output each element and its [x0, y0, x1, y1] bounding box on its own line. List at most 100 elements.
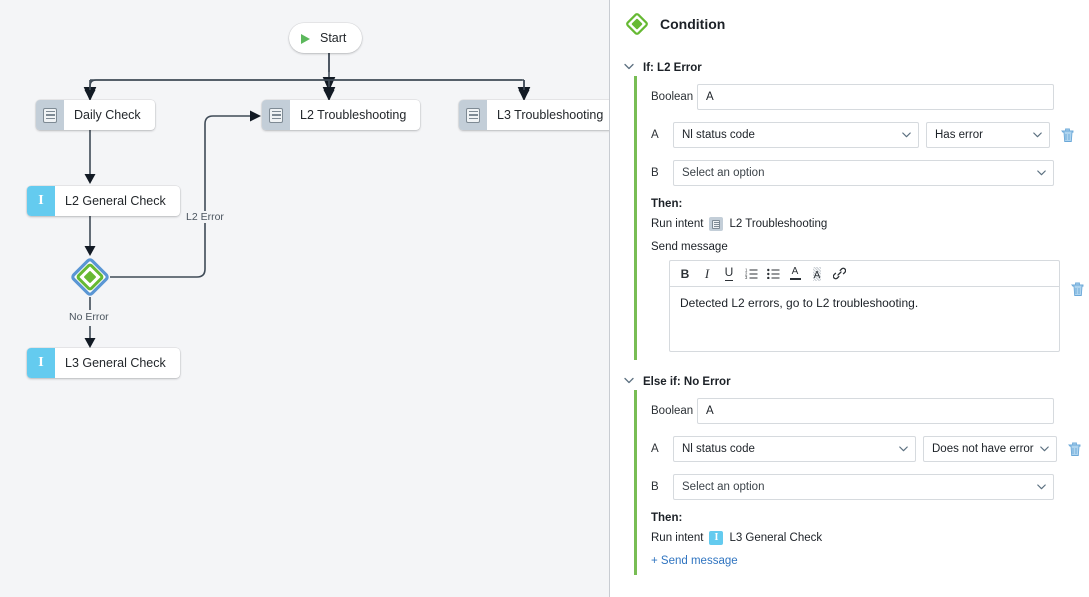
operand-b-label: B [651, 481, 659, 493]
operand-a-label: A [651, 129, 659, 141]
run-intent-row[interactable]: Run intent L2 Troubleshooting [651, 217, 1088, 231]
branch-body: Boolean A A Nl status code Does not have… [634, 390, 1088, 575]
branch-if-l2-error: If: L2 Error Boolean A A Nl status code [610, 60, 1088, 360]
page-title: Condition [660, 16, 726, 32]
operand-b-select[interactable]: Select an option [673, 474, 1054, 500]
then-label: Then: [651, 198, 683, 210]
chevron-down-icon [1040, 446, 1049, 452]
boolean-label: Boolean [651, 91, 694, 103]
node-l2-general-check-label: L2 General Check [65, 194, 166, 208]
run-intent-prefix: Run intent [651, 218, 704, 230]
bold-icon[interactable]: B [680, 266, 690, 281]
run-intent-target: L2 Troubleshooting [729, 218, 828, 230]
node-l3-troubleshooting[interactable]: L3 Troubleshooting [459, 100, 609, 130]
node-daily-check-label: Daily Check [74, 108, 141, 122]
node-daily-check[interactable]: Daily Check [36, 100, 155, 130]
delete-message-button[interactable] [1066, 260, 1088, 297]
operand-b-value: Select an option [682, 167, 765, 179]
branch-title: Else if: No Error [643, 376, 731, 388]
operator-select[interactable]: Has error [926, 122, 1050, 148]
edge-label-l2-error: L2 Error [183, 211, 227, 223]
operand-b-label: B [651, 167, 659, 179]
boolean-row: Boolean A [651, 84, 1088, 110]
trash-icon [1070, 282, 1083, 296]
boolean-label: Boolean [651, 405, 694, 417]
chevron-down-icon [1033, 132, 1042, 138]
intent-icon: I [27, 186, 55, 216]
chevron-down-icon [902, 132, 911, 138]
node-condition[interactable] [70, 257, 110, 297]
panel-header: Condition [610, 0, 1088, 35]
node-l2-general-check[interactable]: I L2 General Check [27, 186, 180, 216]
chevron-down-icon[interactable] [624, 377, 634, 387]
italic-icon[interactable]: I [704, 265, 710, 281]
operand-a-value: Nl status code [682, 443, 755, 455]
operator-select[interactable]: Does not have error [923, 436, 1057, 462]
condition-diamond-icon [626, 13, 648, 35]
add-send-message-link[interactable]: + Send message [651, 555, 738, 567]
trash-icon [1067, 442, 1080, 456]
highlight-icon[interactable]: A [806, 263, 828, 285]
delete-condition-button[interactable] [1056, 128, 1078, 143]
boolean-row: Boolean A [651, 398, 1088, 424]
text-color-icon[interactable]: A [784, 263, 806, 285]
edge-label-no-error: No Error [66, 311, 112, 323]
branch-else-if-no-error: Else if: No Error Boolean A A Nl status … [610, 374, 1088, 575]
underline-icon[interactable]: U [724, 265, 734, 281]
node-l3-general-check-label: L3 General Check [65, 356, 166, 370]
bullet-list-icon[interactable] [762, 263, 784, 285]
operand-a-row: A Nl status code Has error [651, 122, 1088, 148]
node-start[interactable]: Start [289, 23, 363, 53]
node-start-label: Start [320, 31, 347, 45]
delete-condition-button[interactable] [1063, 442, 1085, 457]
flow-icon [709, 217, 724, 231]
flowchart-canvas[interactable]: Start Daily Check L2 Troubleshooting L3 … [0, 0, 610, 597]
condition-diamond-icon [71, 258, 109, 296]
run-intent-row[interactable]: Run intent I L3 General Check [651, 531, 1088, 545]
message-text[interactable]: Detected L2 errors, go to L2 troubleshoo… [680, 296, 919, 310]
chevron-down-icon [1037, 484, 1046, 490]
chevron-down-icon [1037, 170, 1046, 176]
branch-header-if-l2-error[interactable]: If: L2 Error [610, 60, 1088, 76]
condition-properties-panel: Condition If: L2 Error Boolean A A Nl st… [610, 0, 1088, 597]
svg-text:2: 2 [745, 271, 748, 276]
operator-value: Has error [935, 129, 983, 141]
operand-a-select[interactable]: Nl status code [673, 122, 919, 148]
flow-icon [36, 100, 64, 130]
operator-value: Does not have error [932, 443, 1034, 455]
branch-header-else-if-no-error[interactable]: Else if: No Error [610, 374, 1088, 390]
node-l3-general-check[interactable]: I L3 General Check [27, 348, 180, 378]
operand-a-label: A [651, 443, 659, 455]
operand-b-row: B Select an option [651, 474, 1088, 500]
link-icon[interactable] [828, 263, 850, 285]
branch-body: Boolean A A Nl status code Has error [634, 76, 1088, 360]
operand-b-row: B Select an option [651, 160, 1088, 186]
branch-title: If: L2 Error [643, 62, 702, 74]
play-icon [301, 33, 310, 44]
operand-a-value: Nl status code [682, 129, 755, 141]
node-l2-troubleshooting-label: L2 Troubleshooting [300, 108, 407, 122]
intent-icon: I [709, 531, 724, 545]
operand-a-select[interactable]: Nl status code [673, 436, 916, 462]
flow-icon [262, 100, 290, 130]
intent-icon: I [27, 348, 55, 378]
chevron-down-icon[interactable] [624, 63, 634, 73]
boolean-input[interactable]: A [697, 84, 1054, 110]
svg-text:1: 1 [745, 268, 748, 272]
chevron-down-icon [899, 446, 908, 452]
flow-connectors [83, 53, 531, 348]
operand-b-value: Select an option [682, 481, 765, 493]
operand-a-row: A Nl status code Does not have error [651, 436, 1088, 462]
boolean-input[interactable]: A [697, 398, 1054, 424]
operand-b-select[interactable]: Select an option [673, 160, 1054, 186]
run-intent-target: L3 General Check [729, 532, 823, 544]
svg-text:3: 3 [745, 275, 748, 279]
flow-icon [459, 100, 487, 130]
node-l2-troubleshooting[interactable]: L2 Troubleshooting [262, 100, 421, 130]
send-message-label: Send message [651, 241, 728, 253]
